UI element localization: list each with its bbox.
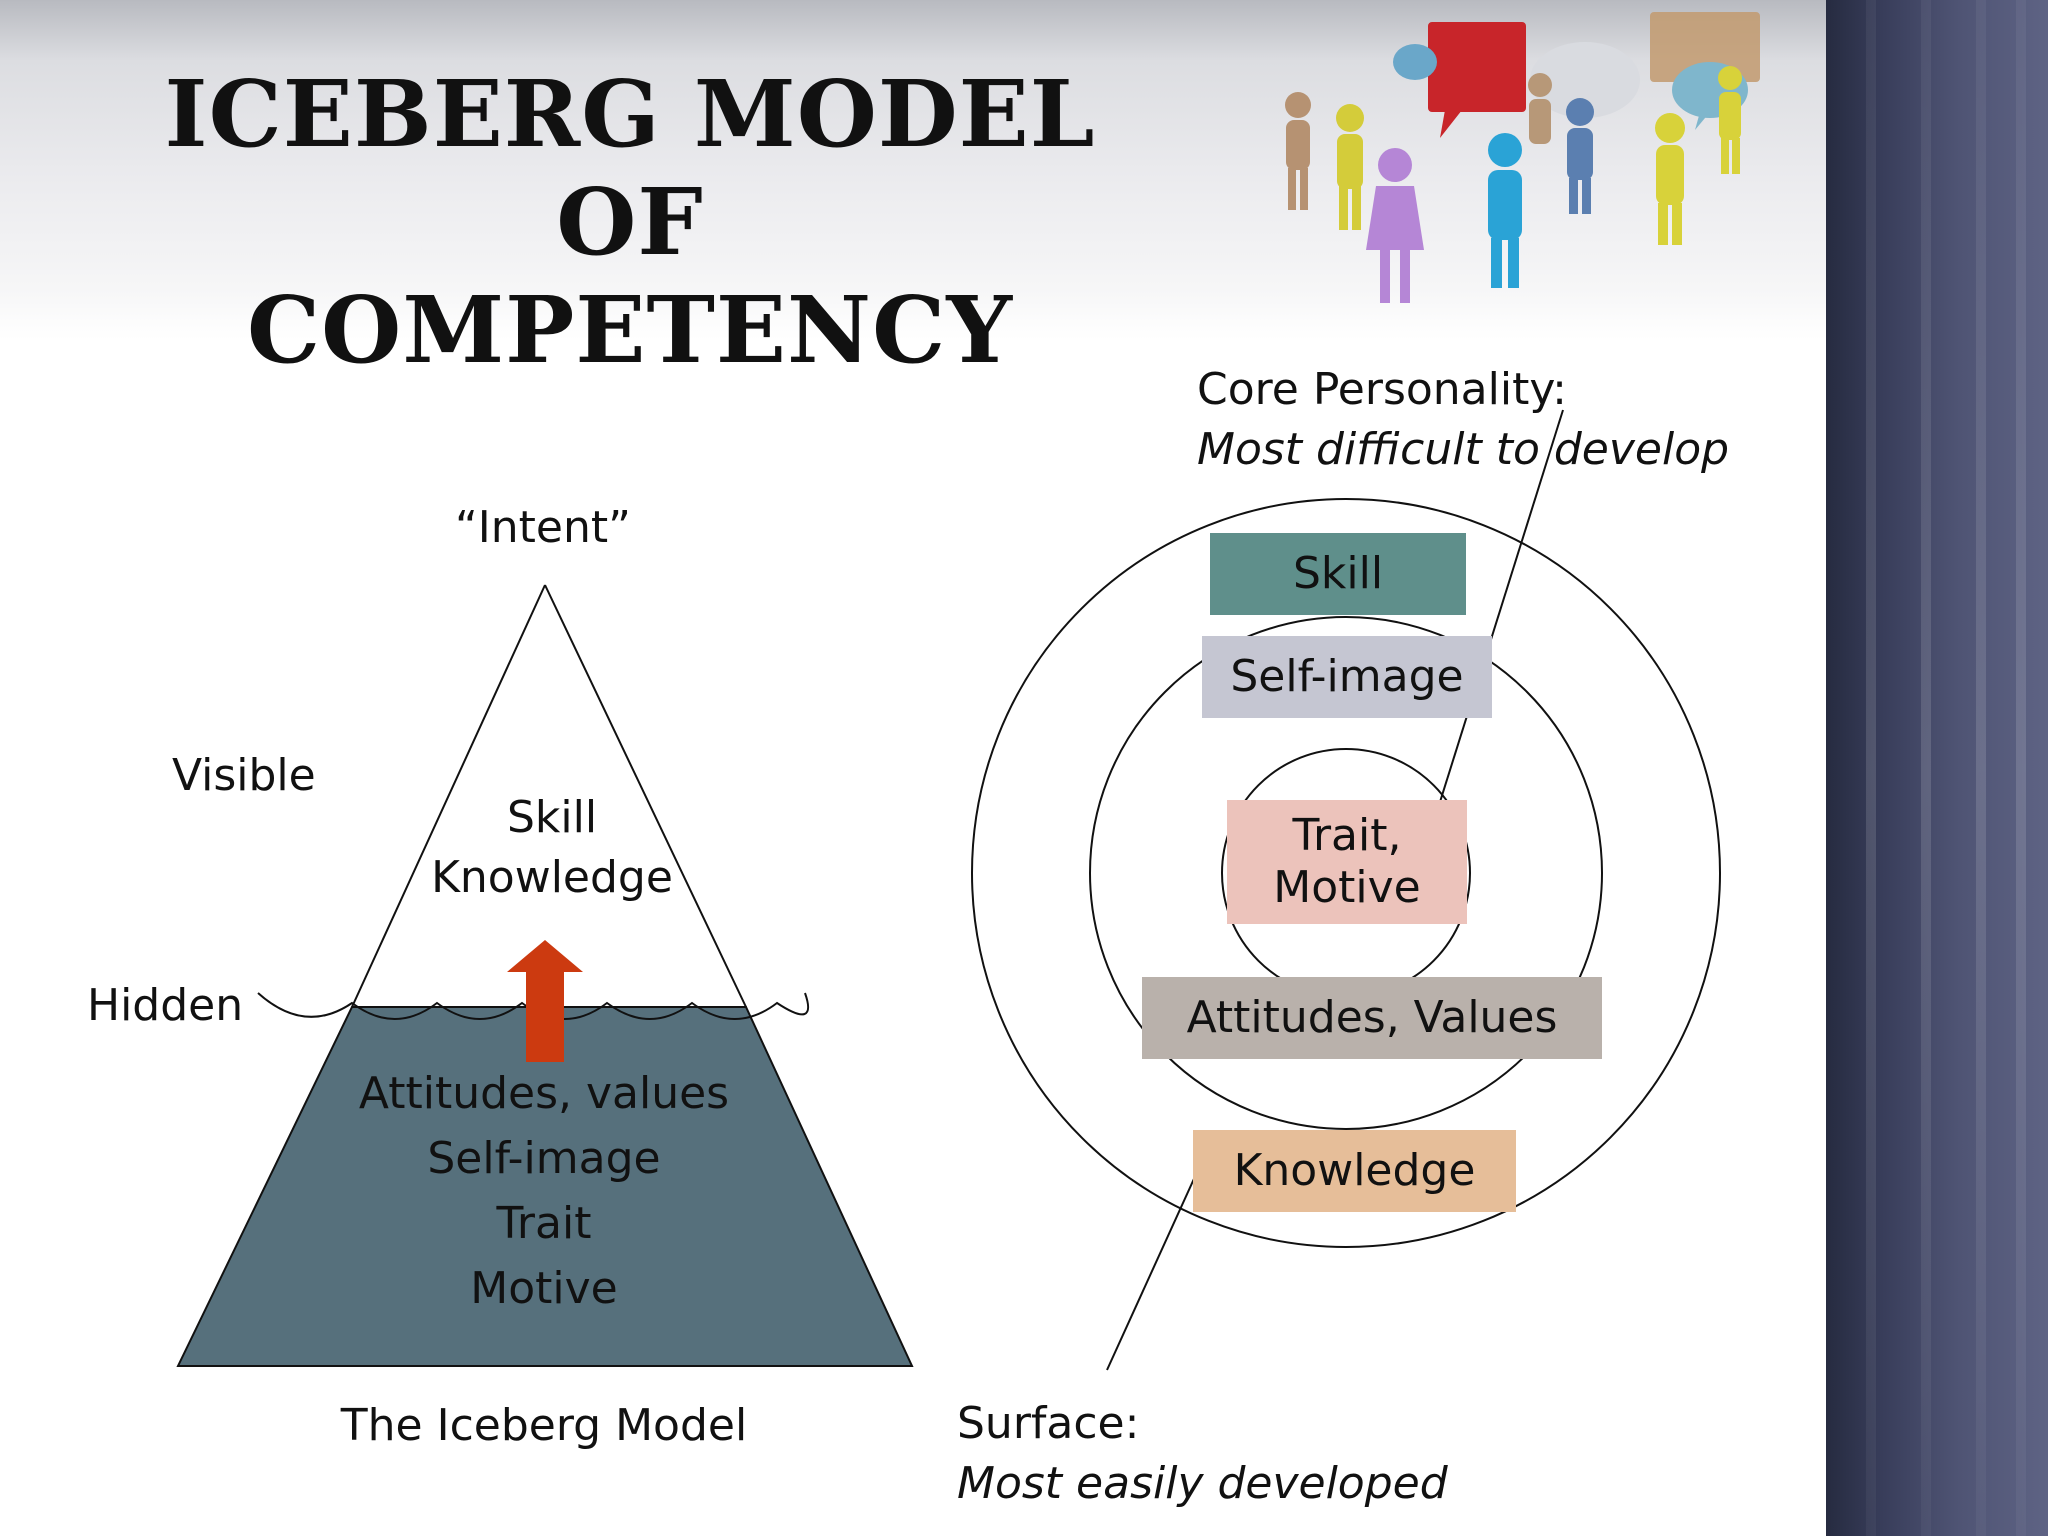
- slide-title: ICEBERG MODEL OF COMPETENCY: [100, 60, 1160, 384]
- attitudes-values-box: Attitudes, Values: [1142, 977, 1602, 1059]
- trait-motive-box: Trait, Motive: [1227, 800, 1467, 924]
- slide: ICEBERG MODEL OF COMPETENCY: [0, 0, 1826, 1509]
- visible-label: Visible: [172, 750, 316, 801]
- core-personality-sublabel: Most difficult to develop: [1197, 424, 1730, 475]
- core-personality-label: Core Personality:: [1197, 364, 1568, 415]
- title-line-2: COMPETENCY: [246, 276, 1014, 384]
- outer-circle: [971, 498, 1721, 1248]
- iceberg-right-edge: [544, 584, 747, 1008]
- trait-box-label-line2: Motive: [1273, 862, 1421, 913]
- skill-box: Skill: [1210, 533, 1466, 615]
- person-steel-blue-icon: [1566, 98, 1594, 214]
- speech-bubble-gray-icon: [1530, 42, 1640, 118]
- up-arrow-icon: [507, 940, 583, 1062]
- iceberg-left-edge: [351, 584, 546, 1008]
- iceberg-below-attitudes: Attitudes, values: [358, 1068, 730, 1119]
- iceberg-underwater-section: [176, 1006, 914, 1367]
- surface-label: Surface:: [957, 1398, 1140, 1449]
- people-speech-bubbles-illustration: [1285, 12, 1760, 303]
- middle-circle: [1089, 616, 1603, 1130]
- person-yellow-icon: [1336, 104, 1364, 230]
- knowledge-box: Knowledge: [1193, 1130, 1516, 1212]
- person-tan-icon: [1285, 92, 1311, 210]
- knowledge-box-label: Knowledge: [1233, 1145, 1476, 1196]
- self-image-box: Self-image: [1202, 636, 1492, 718]
- iceberg-below-self-image: Self-image: [427, 1133, 661, 1184]
- iceberg-caption: The Iceberg Model: [340, 1400, 748, 1451]
- person-blue-icon: [1488, 133, 1522, 288]
- intent-label: “Intent”: [455, 502, 631, 553]
- iceberg-below-motive: Motive: [470, 1263, 618, 1314]
- title-line-1: ICEBERG MODEL OF: [164, 60, 1096, 276]
- attitudes-values-box-label: Attitudes, Values: [1186, 992, 1558, 1043]
- speech-bubble-red-icon: [1428, 22, 1526, 138]
- skill-box-label: Skill: [1292, 548, 1384, 599]
- person-tan-back-icon: [1528, 73, 1552, 144]
- iceberg-above-knowledge: Knowledge: [431, 852, 673, 903]
- iceberg-below-trait: Trait: [496, 1198, 592, 1249]
- speech-bubble-small-blue-icon: [1393, 44, 1437, 80]
- person-purple-icon: [1366, 148, 1424, 303]
- surface-sublabel: Most easily developed: [957, 1458, 1448, 1509]
- right-decorative-strip: [1826, 0, 2048, 1536]
- self-image-box-label: Self-image: [1230, 651, 1464, 702]
- diagram-canvas: [176, 409, 1721, 1371]
- person-yellow-right-icon: [1655, 66, 1742, 245]
- iceberg-above-skill: Skill: [506, 792, 598, 843]
- speech-bubble-tan-icon: [1650, 12, 1760, 82]
- trait-box-label-line1: Trait,: [1292, 810, 1402, 861]
- hidden-label: Hidden: [87, 980, 244, 1031]
- surface-arrow: [1106, 1146, 1209, 1371]
